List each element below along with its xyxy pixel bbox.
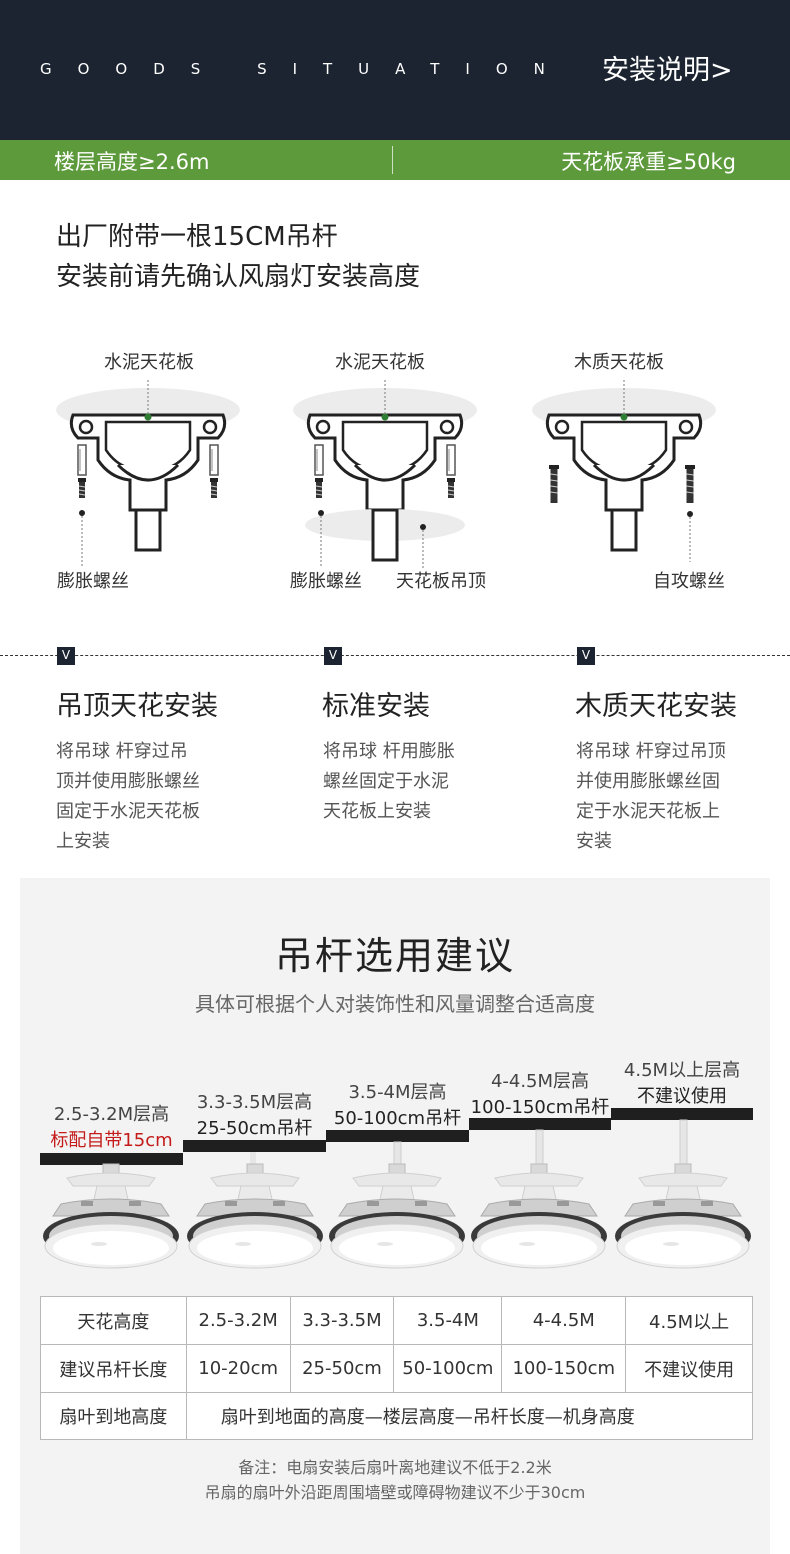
diagram-wood — [532, 380, 716, 562]
goods-situation-text: GOODS SITUATION — [40, 60, 571, 78]
table-cell: 扇叶到地高度 — [40, 1392, 187, 1440]
table-cell: 50-100cm — [393, 1344, 503, 1393]
rod-section-title: 吊杆选用建议 — [274, 934, 515, 978]
install-type-desc-suspended: 将吊球 杆穿过吊 顶并使用膨胀螺丝 固定于水泥天花板 上安装 — [56, 737, 226, 857]
note-line-2: 吊扇的扇叶外沿距周围墙壁或障碍物建议不少于30cm — [204, 1483, 586, 1502]
requirements-bar: 楼层高度≥2.6m 天花板承重≥50kg — [0, 140, 790, 180]
divider — [392, 146, 393, 174]
rod-option-rod: 不建议使用 — [637, 1086, 727, 1107]
rod-option-height: 2.5-3.2M层高 — [53, 1104, 170, 1125]
desc-line: 固定于水泥天花板 — [56, 801, 200, 822]
rod-option-2: 3.3-3.5M层高 25-50cm吊杆 — [183, 1088, 326, 1140]
fan-height-illustration — [40, 1108, 753, 1269]
rod-option-height: 3.3-3.5M层高 — [196, 1092, 313, 1113]
ceiling-load-requirement: 天花板承重≥50kg — [561, 150, 736, 174]
install-type-desc-standard: 将吊球 杆用膨胀 螺丝固定于水泥 天花板上安装 — [323, 737, 493, 827]
rod-option-rod: 标配自带15cm — [50, 1130, 173, 1151]
rod-option-rod: 50-100cm吊杆 — [333, 1108, 462, 1129]
table-cell: 100-150cm — [501, 1344, 627, 1393]
desc-line: 上安装 — [56, 831, 110, 852]
rod-option-height: 4.5M以上层高 — [623, 1060, 741, 1081]
rod-option-4: 4-4.5M层高 100-150cm吊杆 — [469, 1067, 611, 1119]
diagram-3-bottom-label: 自攻螺丝 — [653, 571, 725, 592]
table-cell: 3.5-4M — [393, 1296, 503, 1345]
diagram-1-bottom-label: 膨胀螺丝 — [57, 571, 129, 592]
diagram-2-bottom-label-2: 天花板吊顶 — [396, 571, 486, 592]
desc-line: 定于水泥天花板上 — [576, 801, 720, 822]
diagram-2-top-label: 水泥天花板 — [335, 352, 425, 373]
table-cell: 4.5M以上 — [625, 1296, 753, 1345]
table-cell: 25-50cm — [289, 1344, 395, 1393]
table-row: 建议吊杆长度 10-20cm 25-50cm 50-100cm 100-150c… — [40, 1344, 753, 1393]
desc-line: 顶并使用膨胀螺丝 — [56, 771, 200, 792]
desc-line: 将吊球 杆用膨胀 — [323, 741, 455, 762]
rod-option-height: 3.5-4M层高 — [348, 1082, 447, 1103]
note-line-1: 备注：电扇安装后扇叶离地建议不低于2.2米 — [238, 1458, 552, 1477]
table-cell: 4-4.5M — [501, 1296, 627, 1345]
rod-recommendation-table: 天花高度 2.5-3.2M 3.3-3.5M 3.5-4M 4-4.5M 4.5… — [40, 1296, 754, 1440]
desc-line: 将吊球 杆穿过吊 — [56, 741, 188, 762]
rod-section-subtitle: 具体可根据个人对装饰性和风量调整合适高度 — [195, 992, 595, 1016]
rod-option-5: 4.5M以上层高 不建议使用 — [611, 1056, 753, 1108]
intro-line-1: 出厂附带一根15CM吊杆 — [56, 222, 338, 252]
chevron-down-icon: V — [57, 647, 75, 665]
installation-note: 备注：电扇安装后扇叶离地建议不低于2.2米 吊扇的扇叶外沿距周围墙壁或障碍物建议… — [0, 1455, 790, 1505]
diagram-concrete-1 — [56, 380, 240, 568]
rod-option-rod: 25-50cm吊杆 — [196, 1118, 313, 1139]
table-cell: 2.5-3.2M — [185, 1296, 291, 1345]
rod-option-height: 4-4.5M层高 — [490, 1071, 590, 1092]
table-row: 天花高度 2.5-3.2M 3.3-3.5M 3.5-4M 4-4.5M 4.5… — [40, 1296, 753, 1345]
table-row: 扇叶到地高度 扇叶到地面的高度—楼层高度—吊杆长度—机身高度 — [40, 1392, 754, 1440]
rod-option-1: 2.5-3.2M层高 标配自带15cm — [40, 1100, 183, 1152]
floor-height-requirement: 楼层高度≥2.6m — [54, 150, 210, 174]
diagram-3-top-label: 木质天花板 — [574, 352, 664, 373]
install-type-title-standard: 标准安装 — [322, 691, 430, 722]
install-instructions-link[interactable]: 安装说明> — [602, 55, 733, 86]
diagram-2-bottom-label-1: 膨胀螺丝 — [290, 571, 362, 592]
table-cell: 3.3-3.5M — [289, 1296, 395, 1345]
chevron-down-icon: V — [324, 647, 342, 665]
table-cell: 10-20cm — [185, 1344, 291, 1393]
desc-line: 并使用膨胀螺丝固 — [576, 771, 720, 792]
chevron-down-icon: V — [577, 647, 595, 665]
intro-text: 出厂附带一根15CM吊杆 安装前请先确认风扇灯安装高度 — [56, 217, 420, 297]
table-cell: 不建议使用 — [625, 1344, 753, 1393]
table-cell: 建议吊杆长度 — [40, 1344, 187, 1393]
rod-option-rod: 100-150cm吊杆 — [470, 1097, 610, 1118]
table-cell: 天花高度 — [40, 1296, 187, 1345]
install-type-desc-wood: 将吊球 杆穿过吊顶 并使用膨胀螺丝固 定于水泥天花板上 安装 — [576, 737, 756, 857]
diagram-1-top-label: 水泥天花板 — [104, 352, 194, 373]
install-type-title-suspended: 吊顶天花安装 — [56, 691, 218, 722]
desc-line: 将吊球 杆穿过吊顶 — [576, 741, 726, 762]
install-type-title-wood: 木质天花安装 — [575, 691, 737, 722]
diagram-concrete-2 — [293, 380, 477, 568]
rod-option-3: 3.5-4M层高 50-100cm吊杆 — [326, 1078, 469, 1130]
header-bar: GOODS SITUATION 安装说明> — [0, 0, 790, 140]
desc-line: 天花板上安装 — [323, 801, 431, 822]
dashed-divider — [0, 655, 790, 656]
table-cell: 扇叶到地面的高度—楼层高度—吊杆长度—机身高度 — [185, 1392, 754, 1440]
mounting-diagrams — [56, 380, 716, 568]
intro-line-2: 安装前请先确认风扇灯安装高度 — [56, 262, 421, 292]
desc-line: 安装 — [576, 831, 612, 852]
desc-line: 螺丝固定于水泥 — [323, 771, 449, 792]
